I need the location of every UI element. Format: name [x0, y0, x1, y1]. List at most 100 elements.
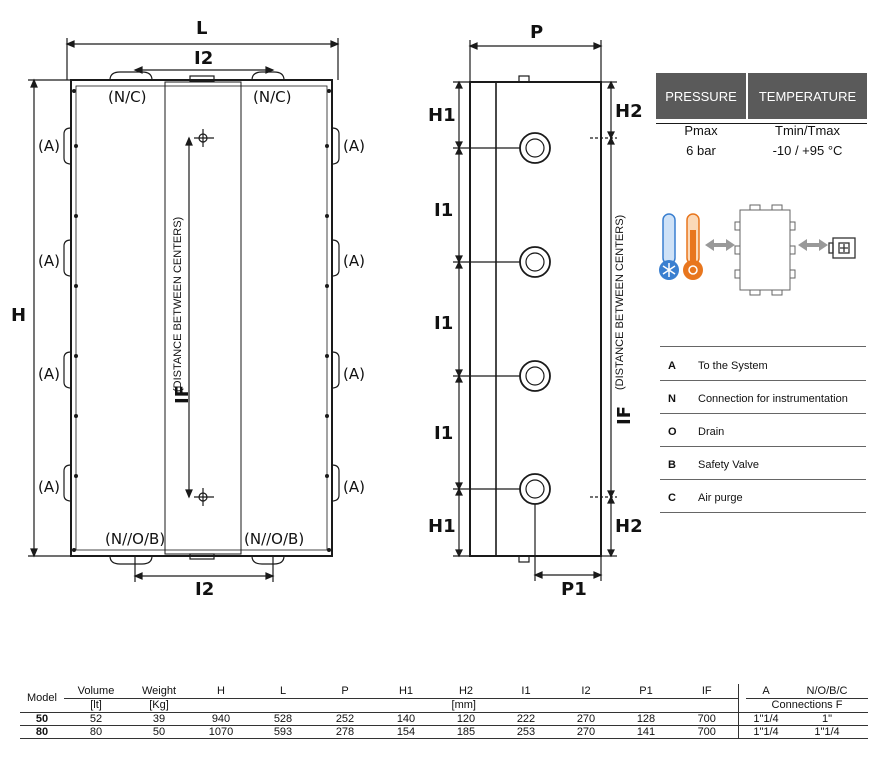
- dim-H1-bottom-label: H1: [428, 516, 456, 537]
- units-mm: [mm]: [190, 697, 738, 712]
- dim-H-label: H: [11, 305, 27, 326]
- legend-row-c: C Air purge: [660, 479, 866, 513]
- side-view-drawing: [453, 40, 617, 581]
- nozzle-label-nob-right: (N//O/B): [244, 530, 305, 548]
- dim-L-label: L: [196, 18, 208, 39]
- legend-key: O: [668, 426, 677, 438]
- nozzle-label-a-left-4: (A): [38, 478, 60, 496]
- thermometer-cold-icon: [659, 213, 679, 280]
- header-weight: Weight: [141, 684, 177, 697]
- double-arrow-icon: [798, 239, 828, 251]
- header-if: IF: [701, 684, 712, 697]
- legend-text: Safety Valve: [698, 459, 759, 471]
- table-separator: [737, 698, 746, 712]
- nozzle-label-a-left-1: (A): [38, 137, 60, 155]
- header-h1: H1: [398, 684, 414, 697]
- table-cell: 120: [456, 712, 476, 725]
- table-separator: [737, 712, 746, 725]
- header-volume: Volume: [77, 684, 115, 697]
- table-cell: 1070: [208, 725, 234, 738]
- table-cell: 80: [89, 725, 103, 738]
- table-cell: 700: [697, 725, 716, 738]
- table-cell: 1"1/4: [814, 725, 840, 738]
- table-cell: 278: [335, 725, 355, 738]
- header-i1: I1: [521, 684, 531, 697]
- units-volume: [lt]: [64, 697, 128, 712]
- dim-I1-label-3: I1: [434, 423, 454, 444]
- dim-I2-top-label: I2: [194, 48, 214, 69]
- legend-text: Connection for instrumentation: [698, 393, 848, 405]
- legend-text: To the System: [698, 360, 768, 372]
- thermometer-hot-icon: [683, 213, 703, 280]
- dim-P1-label: P1: [561, 579, 587, 600]
- pmax-value: 6 bar: [686, 143, 716, 158]
- nozzle-label-nc-right: (N/C): [253, 88, 292, 106]
- header-i2: I2: [581, 684, 591, 697]
- distance-between-centers-front: (DISTANCE BETWEEN CENTERS): [172, 216, 184, 392]
- header-p: P: [341, 684, 349, 697]
- header-h2: H2: [458, 684, 474, 697]
- row-50-model: 50: [35, 712, 49, 725]
- table-cell: 528: [273, 712, 293, 725]
- nozzle-label-a-left-3: (A): [38, 365, 60, 383]
- nozzle-label-a-right-3: (A): [343, 365, 365, 383]
- rating-divider: [656, 123, 867, 124]
- table-cell: 1": [821, 712, 833, 725]
- distance-between-centers-side: (DISTANCE BETWEEN CENTERS): [614, 214, 626, 390]
- header-l: L: [279, 684, 287, 697]
- temperature-header: TEMPERATURE: [748, 73, 867, 119]
- boiler-icon: [828, 237, 856, 259]
- legend-key: A: [668, 360, 676, 372]
- usage-illustration: [659, 204, 856, 296]
- table-cell: 253: [516, 725, 536, 738]
- table-cell: 128: [636, 712, 656, 725]
- dim-H2-bottom-label: H2: [615, 516, 643, 537]
- header-conn-a: A: [762, 684, 770, 697]
- table-cell: 52: [89, 712, 103, 725]
- table-cell: 940: [211, 712, 231, 725]
- row-80-model: 80: [35, 725, 49, 738]
- header-conn-nobc: N/O/B/C: [806, 684, 848, 697]
- tminmax-value: -10 / +95 °C: [772, 143, 843, 158]
- legend-row-o: O Drain: [660, 413, 866, 447]
- table-separator: [737, 684, 746, 698]
- legend-row-a: A To the System: [660, 347, 866, 381]
- header-h: H: [217, 684, 225, 697]
- dim-I1-label-2: I1: [434, 313, 454, 334]
- units-weight: [Kg]: [128, 697, 190, 712]
- table-separator: [737, 725, 746, 738]
- legend: A To the System N Connection for instrum…: [660, 346, 866, 517]
- header-p1: P1: [639, 684, 653, 697]
- dim-I2-bottom-label: I2: [195, 579, 215, 600]
- model-header: Model: [27, 691, 57, 704]
- nozzle-label-a-right-4: (A): [343, 478, 365, 496]
- tank-icon: [734, 204, 796, 296]
- table-cell: 39: [152, 712, 166, 725]
- nozzle-label-a-right-1: (A): [343, 137, 365, 155]
- nozzle-label-a-left-2: (A): [38, 252, 60, 270]
- dim-P-label: P: [530, 22, 544, 43]
- table-cell: 270: [576, 712, 596, 725]
- legend-key: C: [668, 492, 676, 504]
- pmax-label: Pmax: [684, 123, 718, 138]
- table-cell: 270: [576, 725, 596, 738]
- spec-table: Model Volume Weight H L P H1 H2 I1 I2 P1…: [20, 684, 868, 739]
- legend-key: B: [668, 459, 676, 471]
- nozzle-label-a-right-2: (A): [343, 252, 365, 270]
- legend-text: Drain: [698, 426, 725, 438]
- tminmax-label: Tmin/Tmax: [775, 123, 840, 138]
- table-cell: 50: [152, 725, 166, 738]
- table-cell: 141: [636, 725, 656, 738]
- nozzle-label-nc-left: (N/C): [108, 88, 147, 106]
- legend-row-n: N Connection for instrumentation: [660, 380, 866, 414]
- connections-label: Connections F: [746, 697, 868, 712]
- dim-H1-top-label: H1: [428, 105, 456, 126]
- table-cell: 140: [396, 712, 416, 725]
- spec-table-wrap: Model Volume Weight H L P H1 H2 I1 I2 P1…: [20, 684, 868, 739]
- table-cell: 185: [456, 725, 476, 738]
- nozzle-label-nob-left: (N//O/B): [105, 530, 166, 548]
- table-cell: 222: [516, 712, 536, 725]
- table-cell: 252: [335, 712, 355, 725]
- legend-row-b: B Safety Valve: [660, 446, 866, 480]
- dim-H2-top-label: H2: [615, 101, 643, 122]
